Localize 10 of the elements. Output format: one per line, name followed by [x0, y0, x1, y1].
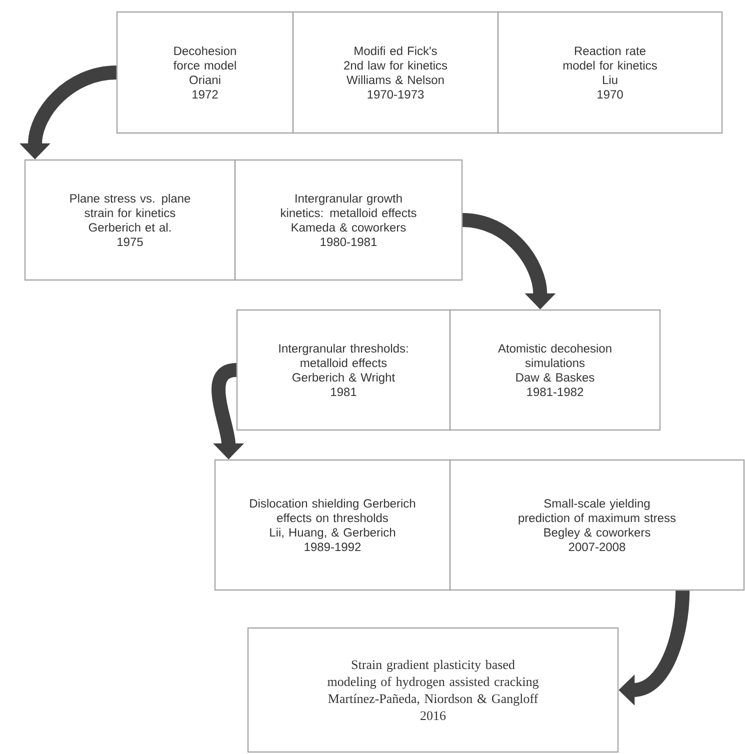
text-box: Plane stress vs. plane strain for kinetics Gerberich et al. 1975 [24, 159, 236, 281]
text-box: Decohesion force model Oriani 1972 [116, 11, 294, 134]
text-box: Intergranular growth kinetics: metalloid effects Kameda & coworkers 1980-1981 [234, 159, 463, 281]
text-box: Small-scale yielding prediction of maximum stress Begley & coworkers 2007-2008 [449, 459, 745, 591]
text-box: Reaction rate model for kinetics Liu 1970 [497, 11, 723, 134]
text-box: Dislocation shielding Gerberich effects on thresholds Lii, Huang, & Gerberich 1989-1992 [214, 459, 451, 591]
text-box: Intergranular thresholds: metalloid effects Gerberich & Wright 1981 [236, 309, 451, 431]
text-box: Strain gradient plasticity based modeling of hydrogen assisted cracking Martínez-Pañeda, Niordson & Gangloff 2016 [247, 627, 619, 753]
text-box: Modifi ed Fick's 2nd law for kinetics Williams & Nelson 1970-1973 [292, 11, 499, 134]
text-box: Atomistic decohesion simulations Daw & Baskes 1981-1982 [449, 309, 661, 431]
